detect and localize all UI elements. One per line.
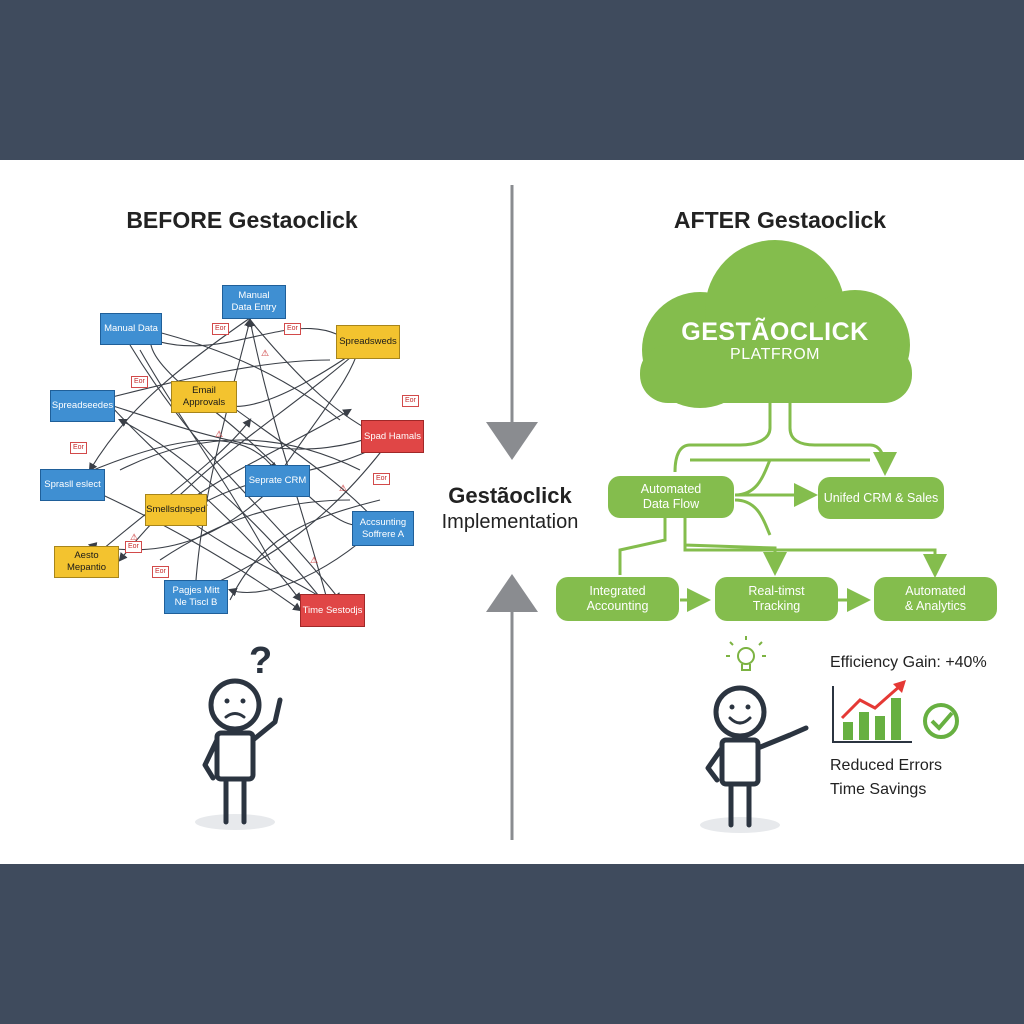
center-divider — [486, 185, 538, 840]
tangled-connections — [69, 317, 393, 612]
confused-person-figure — [195, 678, 283, 830]
after-title: AFTER Gestaoclick — [673, 207, 887, 233]
warning-triangle-icon: ⚠ — [261, 348, 270, 358]
diagram-canvas — [69, 185, 959, 840]
platform-connectors — [618, 403, 947, 612]
time-savings-label: Time Savings — [830, 781, 927, 798]
platform-subtitle: PLATFROM — [730, 346, 820, 363]
down-arrow-icon — [486, 422, 538, 460]
node-automated-analytics: Automated & Analytics — [874, 577, 997, 621]
error-tag: Eor — [125, 541, 142, 553]
node-real-time-tracking: Real-timst Tracking — [715, 577, 838, 621]
implementation-title: Gestãoclick — [448, 483, 572, 508]
node-manual-data-entry: Manual Data Entry — [222, 285, 286, 319]
warning-triangle-icon: ⚠ — [310, 555, 319, 565]
error-tag: Eor — [70, 442, 87, 454]
node-separate-crm: Seprate CRM — [245, 465, 310, 497]
before-title: BEFORE Gestaoclick — [126, 207, 358, 233]
up-arrow-icon — [486, 574, 538, 612]
node-projects-mitt: Pagjes Mitt Ne Tiscl B — [164, 580, 228, 614]
cloud-shape — [640, 240, 912, 408]
lightbulb-icon — [726, 636, 766, 671]
error-tag: Eor — [402, 395, 419, 407]
warning-triangle-icon: ⚠ — [215, 429, 224, 439]
warning-triangle-icon: ⚠ — [130, 532, 139, 542]
node-integrated-accounting: Integrated Accounting — [556, 577, 679, 621]
efficiency-gain-label: Efficiency Gain: +40% — [830, 654, 987, 671]
error-tag: Eor — [152, 566, 169, 578]
node-time-sestodjs: Time Sestodjs — [300, 594, 365, 627]
node-smellsdnsped: Smellsdnsped — [145, 494, 207, 526]
implementation-subtitle: Implementation — [441, 511, 579, 533]
bottom-banner — [0, 864, 1024, 1024]
node-email-approvals: Email Approvals — [171, 381, 237, 413]
reduced-errors-label: Reduced Errors — [830, 757, 943, 774]
error-tag: Eor — [284, 323, 301, 335]
node-unified-crm-sales: Unifed CRM & Sales — [818, 477, 944, 519]
platform-title: GESTÃOCLICK — [681, 318, 869, 346]
node-accounting-software: Accsunting Soffrere A — [352, 511, 414, 546]
happy-person-figure — [700, 685, 809, 833]
error-tag: Eor — [373, 473, 390, 485]
node-spreadsheets-blue: Spreadseedes — [50, 390, 115, 422]
node-aesto-mepantio: Aesto Mepantio — [54, 546, 119, 578]
node-spreadsheets-yellow: Spreadsweds — [336, 325, 400, 359]
error-tag: Eor — [131, 376, 148, 388]
node-automated-data-flow: Automated Data Flow — [608, 476, 734, 518]
question-mark: ? — [249, 640, 273, 682]
node-manual-data: Manual Data — [100, 313, 162, 345]
top-banner — [0, 0, 1024, 160]
node-spad-hamals: Spad Hamals — [361, 420, 424, 453]
bar-chart-up-icon — [832, 680, 912, 743]
error-tag: Eor — [212, 323, 229, 335]
check-circle-icon — [923, 703, 959, 739]
warning-triangle-icon: ⚠ — [339, 483, 348, 493]
node-sprasll-eslect: Sprasll eslect — [40, 469, 105, 501]
